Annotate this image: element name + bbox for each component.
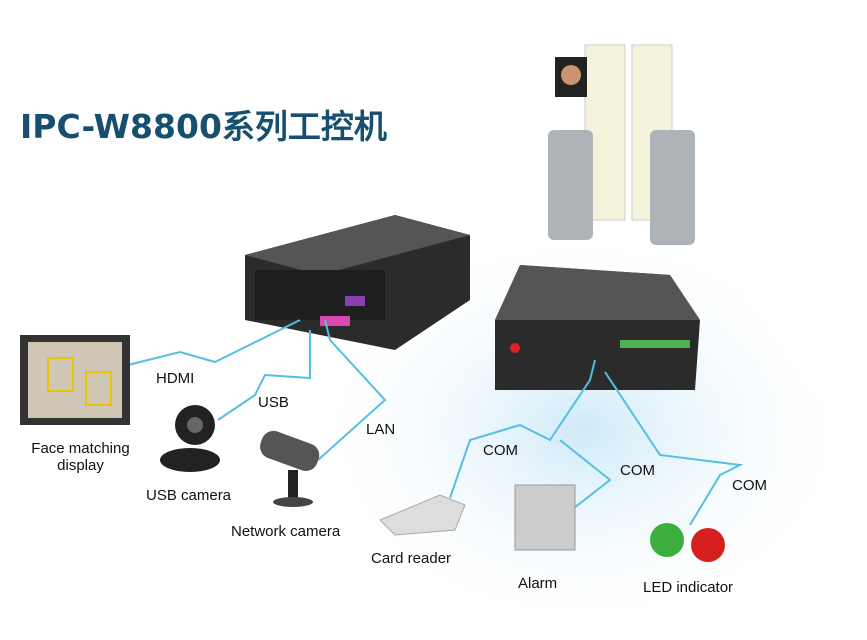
ipc-box-right — [495, 265, 700, 390]
led-indicator — [650, 523, 725, 562]
card-reader — [379, 494, 466, 536]
card-reader-label: Card reader — [371, 550, 452, 567]
network-camera — [260, 430, 320, 507]
com-label-led: COM — [732, 477, 767, 494]
com-label-card: COM — [483, 442, 518, 459]
usb-camera-label: USB camera — [146, 487, 232, 504]
usb-camera — [160, 405, 220, 472]
usb-label: USB — [258, 394, 289, 411]
alarm-label: Alarm — [518, 575, 558, 592]
face-display-label: Face matching display — [31, 440, 130, 474]
network-camera-label: Network camera — [231, 523, 341, 540]
glow-background — [300, 220, 867, 640]
face-icon — [561, 65, 581, 85]
led-label: LED indicator — [643, 579, 734, 596]
page-title: IPC-W8800系列工控机 — [20, 107, 387, 146]
com-label-alarm: COM — [620, 462, 655, 479]
hdmi-label: HDMI — [156, 370, 195, 387]
turnstile-gate — [548, 44, 695, 245]
lan-label: LAN — [366, 421, 396, 438]
ipc-box-left — [245, 215, 470, 350]
alarm — [514, 484, 576, 551]
connection-lines — [127, 319, 744, 526]
face-display — [20, 335, 130, 425]
